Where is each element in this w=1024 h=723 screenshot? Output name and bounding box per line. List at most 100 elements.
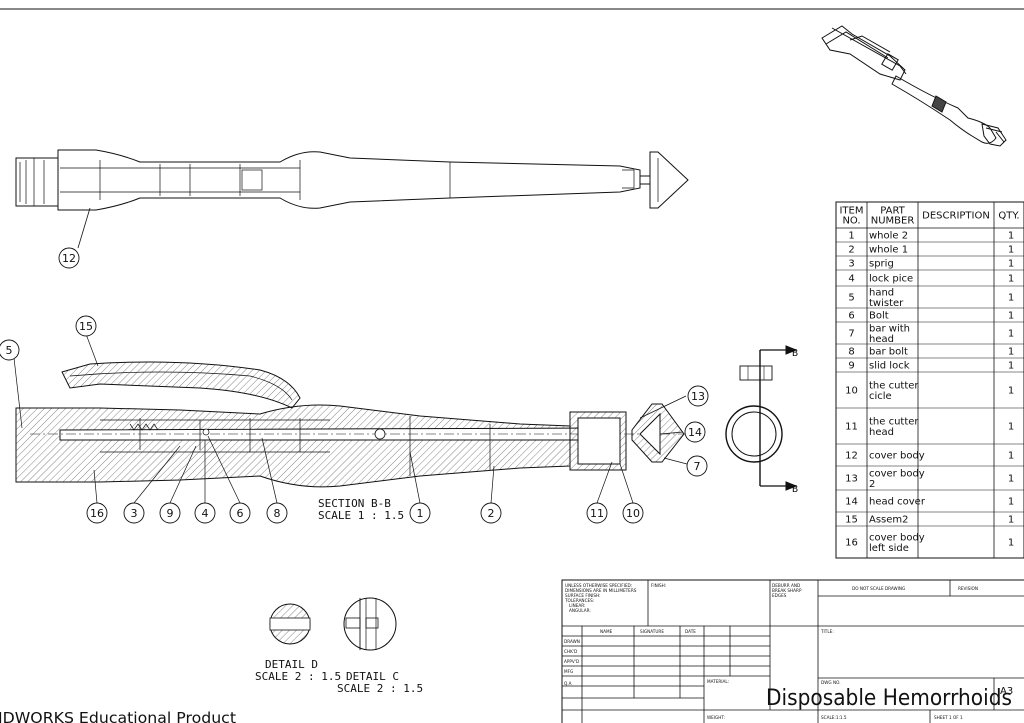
- top-view: [15, 149, 689, 249]
- balloon-8: 8: [266, 502, 288, 524]
- balloon-2: 2: [480, 502, 502, 524]
- tb-finish: FINISH:: [651, 583, 666, 588]
- section-view: [15, 361, 690, 488]
- tb-row-appvd: APPV'D: [564, 659, 579, 664]
- bom-item-number: 2: [848, 245, 854, 256]
- balloon-label: 15: [79, 320, 93, 333]
- bom-part-number: the cutter: [869, 380, 919, 391]
- bom-part-number: hand: [869, 287, 894, 298]
- balloon-label: 5: [6, 344, 13, 357]
- tb-title-label: TITLE:: [820, 629, 834, 634]
- tb-col-name: NAME: [600, 629, 613, 634]
- detail-d-label: DETAIL D: [265, 658, 318, 671]
- bom-frame: [835, 201, 1024, 559]
- balloon-circle: [123, 502, 145, 524]
- bom-header-item: NO.: [842, 216, 860, 227]
- tb-weight: WEIGHT:: [707, 715, 725, 720]
- balloon-label: 1: [417, 507, 424, 520]
- bom-row: 12 cover body 1: [845, 451, 1014, 462]
- balloon-circle: [686, 455, 708, 477]
- balloon-1: 1: [409, 502, 431, 524]
- tb-row-qa: Q.A: [564, 681, 572, 686]
- bom-part-number: head: [869, 334, 894, 345]
- bom-qty: 1: [1008, 347, 1014, 358]
- detail-c-view: [343, 597, 397, 651]
- bom-part-number: sprig: [869, 259, 894, 270]
- bom-part-number: left side: [869, 543, 909, 554]
- tb-scale: SCALE:1:1.5: [821, 715, 847, 720]
- bom-part-number: bar bolt: [869, 347, 908, 358]
- balloon-9: 9: [159, 502, 181, 524]
- tb-row-drawn: DRAWN: [564, 639, 580, 644]
- end-view: [725, 345, 798, 491]
- bom-part-number: twister: [869, 298, 904, 309]
- balloon-circle: [684, 421, 706, 443]
- detail-d-scale: SCALE 2 : 1.5: [255, 670, 341, 683]
- tb-note-6: ANGULAR:: [569, 608, 591, 613]
- balloon-11: 11: [586, 502, 608, 524]
- bom-item-number: 14: [845, 497, 858, 508]
- tb-row-chkd: CHK'D: [564, 649, 577, 654]
- bom-part-number: Assem2: [869, 515, 909, 526]
- balloon-circle: [409, 502, 431, 524]
- balloon-label: 6: [237, 507, 244, 520]
- tb-deburr-2: BREAK SHARP: [772, 588, 802, 593]
- balloon-label: 9: [167, 507, 174, 520]
- bom-qty: 1: [1008, 451, 1014, 462]
- bom-item-number: 1: [848, 231, 854, 242]
- bom-part-number: cover body: [869, 468, 925, 479]
- balloon-label: 7: [694, 460, 701, 473]
- bom-qty: 1: [1008, 515, 1014, 526]
- detail-c-scale: SCALE 2 : 1.5: [337, 682, 423, 695]
- bom-qty: 1: [1008, 311, 1014, 322]
- bom-qty: 1: [1008, 386, 1014, 397]
- balloon-label: 12: [62, 252, 76, 265]
- cut-label-bottom: B: [792, 484, 798, 495]
- section-scale: SCALE 1 : 1.5: [318, 509, 404, 522]
- tb-note-3: SURFACE FINISH:: [565, 593, 601, 598]
- balloon-circle: [622, 502, 644, 524]
- balloon-12: 12: [58, 247, 80, 269]
- bom-item-number: 9: [848, 361, 854, 372]
- cut-label-top: B: [792, 348, 798, 359]
- tb-size: A3: [1000, 686, 1013, 697]
- bom-header-item: ITEM: [839, 205, 863, 216]
- bom-qty: 1: [1008, 474, 1014, 485]
- balloon-label: 8: [274, 507, 281, 520]
- balloon-circle: [687, 385, 709, 407]
- bom-item-number: 4: [848, 274, 854, 285]
- balloon-label: 11: [590, 507, 604, 520]
- title-block: [561, 579, 1024, 723]
- balloon-circle: [194, 502, 216, 524]
- bom-part-number: cicle: [869, 391, 892, 402]
- bom-qty: 1: [1008, 231, 1014, 242]
- bom-item-number: 8: [848, 347, 854, 358]
- bom-item-number: 13: [845, 474, 858, 485]
- balloon-label: 2: [488, 507, 495, 520]
- balloon-circle: [159, 502, 181, 524]
- section-label: SECTION B-B: [318, 497, 391, 510]
- bom-header-part: PART: [880, 205, 905, 216]
- balloon-7: 7: [686, 455, 708, 477]
- bom-item-number: 11: [845, 422, 858, 433]
- bom-part-number: head cover: [869, 497, 926, 508]
- bom-part-number: cover body: [869, 451, 925, 462]
- bom-item-number: 3: [848, 259, 854, 270]
- tb-dwg-no: DWG NO.: [821, 680, 841, 685]
- balloon-4: 4: [194, 502, 216, 524]
- balloon-label: 13: [691, 390, 705, 403]
- bom-row: 8 bar bolt 1: [848, 347, 1014, 358]
- balloon-circle: [86, 502, 108, 524]
- bom-item-number: 12: [845, 451, 858, 462]
